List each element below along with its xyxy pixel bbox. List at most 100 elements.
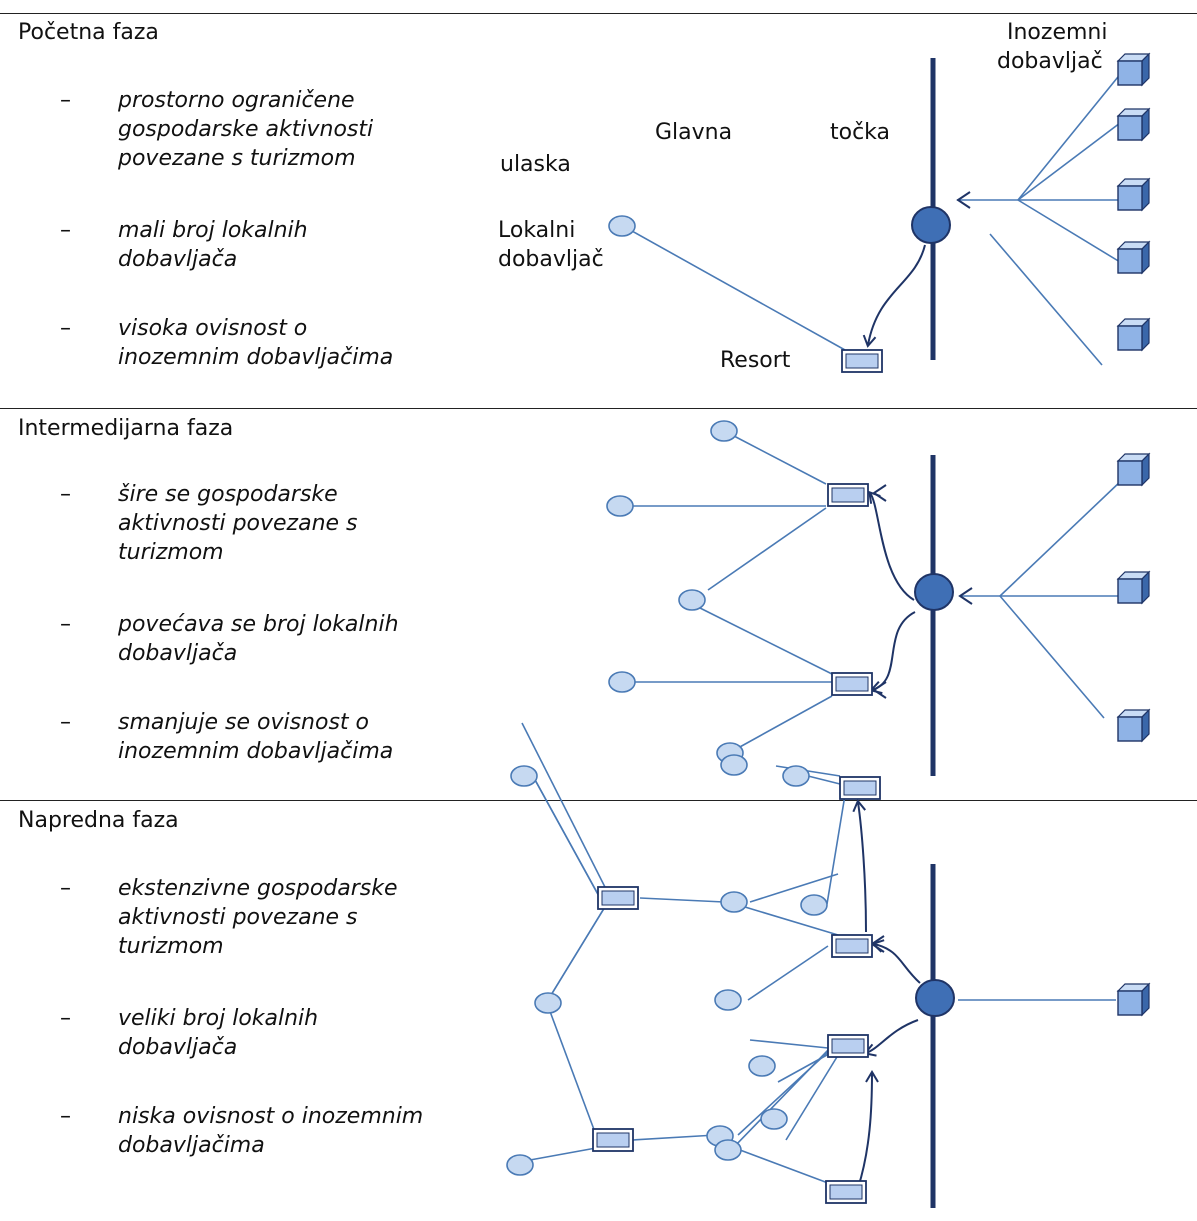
local-supplier-node: [714, 989, 742, 1011]
connector-line: [533, 777, 601, 899]
local-supplier-node: [800, 894, 828, 916]
bullet-text: veliki broj lokalnih dobavljača: [118, 1006, 319, 1060]
connector-line: [747, 945, 829, 1001]
connector-line: [707, 507, 827, 591]
connector-line: [529, 1147, 597, 1161]
resort-node-inner: [829, 1184, 863, 1200]
cube-icon: [1116, 52, 1151, 87]
connector-line: [807, 775, 841, 785]
main-entry-label: ulaska: [500, 152, 571, 177]
cube-front-face: [1117, 325, 1143, 351]
connector-line: [744, 906, 839, 936]
connector-line: [749, 873, 839, 903]
bullet-text: visoka ovisnost o inozemnim dobavljačima: [118, 316, 394, 370]
entry-point-node: [915, 979, 955, 1017]
resort-node: [825, 1180, 867, 1204]
flow-arrow: [857, 1070, 879, 1189]
bullet-text: prostorno ograničene gospodarske aktivno…: [118, 88, 374, 171]
separator-2: [0, 800, 1197, 801]
resort-node: [827, 1034, 869, 1058]
connector-line: [749, 1039, 829, 1049]
cube-front-face: [1117, 578, 1143, 604]
bullet-dash: –: [60, 876, 71, 901]
flow-chevron: [956, 191, 971, 209]
resort-node: [831, 934, 873, 958]
cube-front-face: [1117, 60, 1143, 86]
cube-front-face: [1117, 248, 1143, 274]
local-supplier-node: [534, 992, 562, 1014]
phase-title: Napredna faza: [18, 808, 179, 833]
cube-front-face: [1117, 716, 1143, 742]
connector-line: [737, 695, 833, 749]
connector-line: [999, 479, 1123, 597]
local-supplier-node: [782, 765, 810, 787]
local-supplier-node: [714, 1139, 742, 1161]
bullet-dash: –: [60, 1104, 71, 1129]
local-supplier-node: [510, 765, 538, 787]
bullet-text: ekstenzivne gospodarske aktivnosti povez…: [118, 876, 398, 959]
cube-icon: [1116, 107, 1151, 142]
bullet-dash: –: [60, 316, 71, 341]
cube-icon: [1116, 570, 1151, 605]
bullet-dash: –: [60, 710, 71, 735]
connector-line: [631, 230, 846, 351]
connector-line: [521, 722, 611, 898]
resort-node: [827, 483, 869, 507]
entry-point-node: [911, 206, 951, 244]
local-supplier-label: Lokalni: [498, 218, 576, 243]
local-supplier-node: [608, 671, 636, 693]
cube-front-face: [1117, 115, 1143, 141]
resort-node-inner: [831, 1038, 865, 1054]
local-supplier-node: [720, 754, 748, 776]
connector-line: [1017, 122, 1121, 201]
phase-title: Početna faza: [18, 20, 159, 45]
main-entry-label: točka: [830, 120, 891, 145]
cube-front-face: [1117, 460, 1143, 486]
bullet-text: mali broj lokalnih dobavljača: [118, 218, 308, 272]
bullet-dash: –: [60, 612, 71, 637]
local-supplier-node: [760, 1108, 788, 1130]
bullet-dash: –: [60, 88, 71, 113]
flow-chevron: [872, 681, 887, 699]
connector-line: [631, 1134, 717, 1141]
local-supplier-node: [748, 1055, 776, 1077]
local-supplier-node: [678, 589, 706, 611]
connector-line: [989, 233, 1103, 366]
cube-front-face: [1117, 990, 1143, 1016]
cube-icon: [1116, 708, 1151, 743]
foreign-suppliers-label: Inozemni: [1007, 20, 1108, 45]
connector-line: [1017, 199, 1121, 263]
connector-line: [739, 1149, 829, 1184]
cube-icon: [1116, 177, 1151, 212]
flow-chevron: [958, 587, 973, 605]
local-supplier-node: [608, 215, 636, 237]
local-supplier-label: dobavljač: [498, 247, 604, 272]
cube-icon: [1116, 452, 1151, 487]
connector-line: [999, 595, 1105, 719]
local-supplier-node: [606, 495, 634, 517]
connector-line: [697, 606, 833, 675]
resort-node-inner: [831, 487, 865, 503]
resort-node-inner: [596, 1132, 630, 1148]
connector-line: [1017, 71, 1123, 201]
cube-icon: [1116, 240, 1151, 275]
bullet-text: šire se gospodarske aktivnosti povezane …: [118, 482, 358, 565]
local-supplier-node: [710, 420, 738, 442]
connector-line: [732, 1049, 829, 1149]
flow-chevron: [870, 935, 885, 953]
flow-arrow: [871, 939, 921, 984]
flow-arrow: [852, 799, 867, 933]
main-entry-label: Glavna: [655, 120, 733, 145]
resort-node: [592, 1128, 634, 1152]
resort-node-inner: [835, 938, 869, 954]
flow-arrow: [862, 244, 926, 348]
flow-arrow: [863, 1019, 919, 1057]
flow-chevron: [872, 484, 887, 502]
resort-node-inner: [835, 676, 869, 692]
resort-node-inner: [601, 890, 635, 906]
cube-front-face: [1117, 185, 1143, 211]
connector-line: [547, 1005, 597, 1136]
flow-arrow: [868, 490, 915, 601]
resort-node: [831, 672, 873, 696]
